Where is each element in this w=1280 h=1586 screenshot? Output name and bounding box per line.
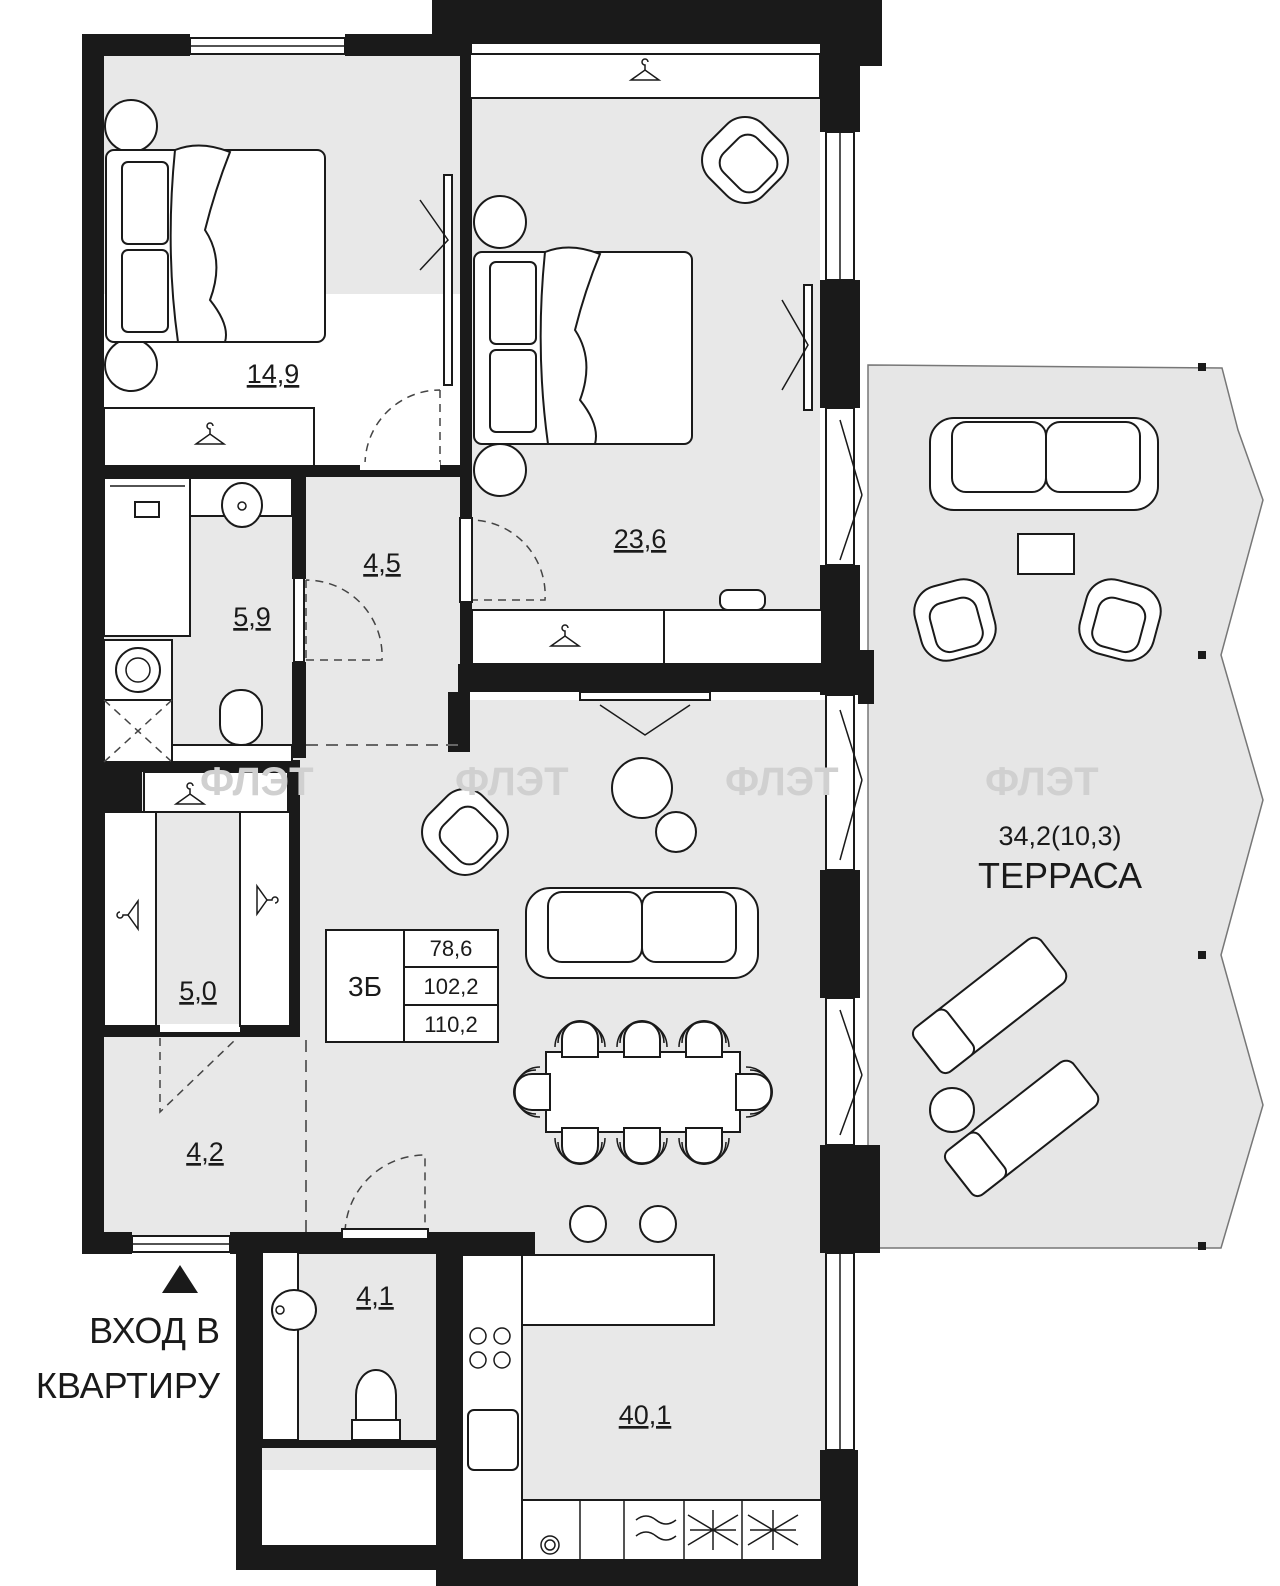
apartment-type: 3Б [348,971,382,1002]
room-area-entry-hall: 4,2 [186,1137,224,1167]
room-area-wc: 4,1 [356,1281,394,1311]
bathroom-furniture [103,477,293,763]
terrace-area: 34,2(10,3) [998,821,1121,851]
terrace-furniture [907,363,1206,1250]
entrance-label-line2: КВАРТИРУ [36,1365,221,1406]
svg-text:ФЛЭТ: ФЛЭТ [985,760,1099,804]
entrance-label-line1: ВХОД В [89,1310,220,1351]
room-area-bedroom-right: 23,6 [614,524,667,554]
living-furniture [410,757,823,1561]
total-with-terrace-value: 110,2 [424,1012,477,1037]
entrance-marker: ВХОД В КВАРТИРУ [36,1265,221,1406]
walls [82,0,882,1586]
living-area-value: 78,6 [430,936,473,961]
terrace-label: ТЕРРАСА [978,855,1142,896]
room-area-bedroom-left: 14,9 [247,359,300,389]
entrance-arrow-icon [162,1265,198,1293]
wc-furniture [261,1251,401,1441]
bedroom-left-furniture [103,99,326,467]
room-area-hall-small: 4,5 [363,548,401,578]
bedroom-right-furniture [469,53,823,665]
svg-text:ФЛЭТ: ФЛЭТ [200,760,314,804]
room-labels: 14,9 23,6 5,9 4,5 5,0 4,2 4,1 40,1 34,2(… [179,359,1142,1430]
room-area-living: 40,1 [619,1400,672,1430]
wardrobe-furniture [103,771,291,1027]
room-area-wardrobe: 5,0 [179,976,217,1006]
watermark: ФЛЭТ ФЛЭТ ФЛЭТ ФЛЭТ [200,760,1099,804]
room-area-bathroom: 5,9 [233,602,271,632]
doors [159,174,813,1240]
area-summary-table: 3Б 78,6 102,2 110,2 [325,929,499,1043]
svg-text:ФЛЭТ: ФЛЭТ [455,760,569,804]
windows [131,37,855,1451]
terrace-doors [839,419,863,1136]
total-area-value: 102,2 [423,974,478,999]
svg-text:ФЛЭТ: ФЛЭТ [725,760,839,804]
